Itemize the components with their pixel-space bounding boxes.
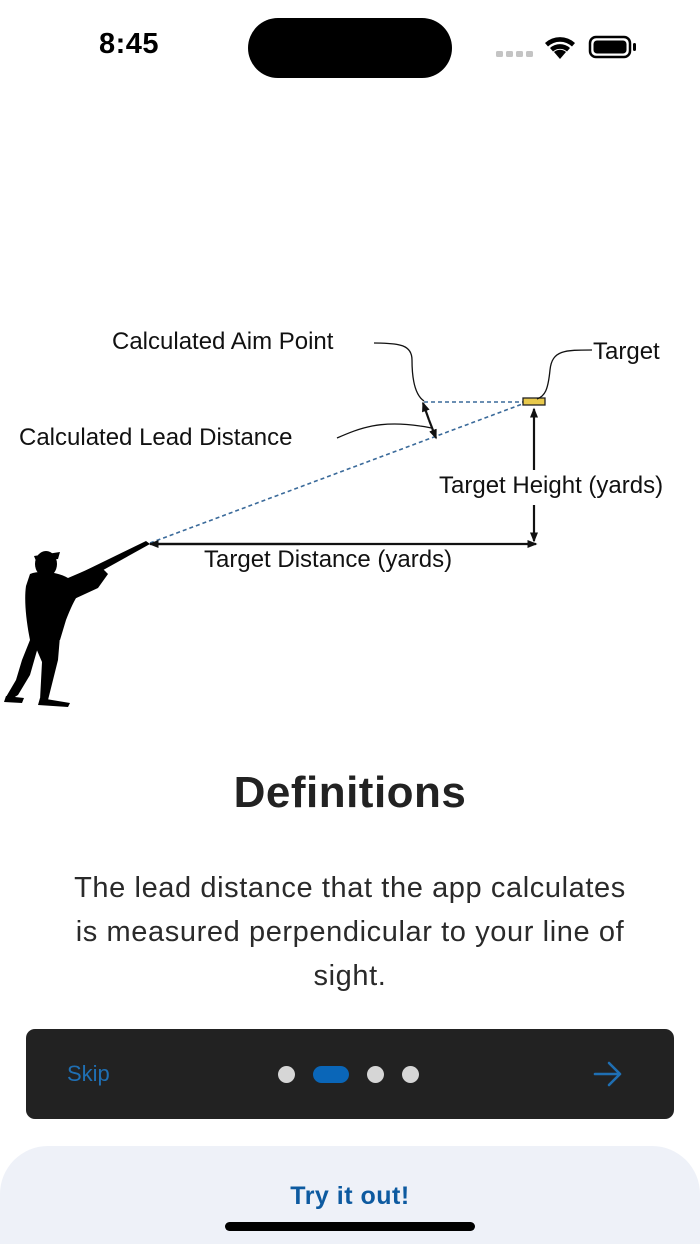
label-aim-point: Calculated Aim Point [112,328,334,355]
page-indicator[interactable] [278,1066,419,1083]
label-target-distance: Target Distance (yards) [204,546,452,573]
aim-point-leader [373,342,425,402]
status-time: 8:45 [99,28,160,60]
lead-distance-arrow [421,401,431,421]
label-target-height: Target Height (yards) [439,472,663,499]
status-bar: 8:45 [0,0,700,95]
dynamic-island [248,18,452,78]
label-lead-distance: Calculated Lead Distance [19,424,293,451]
arrow-right-icon[interactable] [593,1061,623,1087]
wifi-icon [545,37,575,59]
page-dot-3[interactable] [367,1066,384,1083]
home-indicator [225,1222,475,1231]
lead-distance-leader [336,423,433,439]
cellular-signal-icon [496,51,533,57]
target-marker [522,397,546,406]
status-icons [496,35,636,59]
target-leader [536,349,593,400]
battery-icon [588,35,636,59]
try-it-out-label: Try it out! [290,1182,410,1210]
skip-button[interactable]: Skip [67,1061,110,1086]
shooter-silhouette-icon [4,541,150,707]
onboarding-pager: Skip [26,1029,674,1119]
page-description: The lead distance that the app calculate… [74,872,626,992]
lead-diagram: Calculated Aim Point Target Calculated L… [4,328,663,707]
label-target: Target [593,338,660,365]
page-dot-1[interactable] [278,1066,295,1083]
page-title: Definitions [233,768,467,817]
page-dot-2-active[interactable] [313,1066,349,1083]
line-of-sight [149,402,526,544]
lead-distance-arrow-tail [427,419,438,440]
page-dot-4[interactable] [402,1066,419,1083]
